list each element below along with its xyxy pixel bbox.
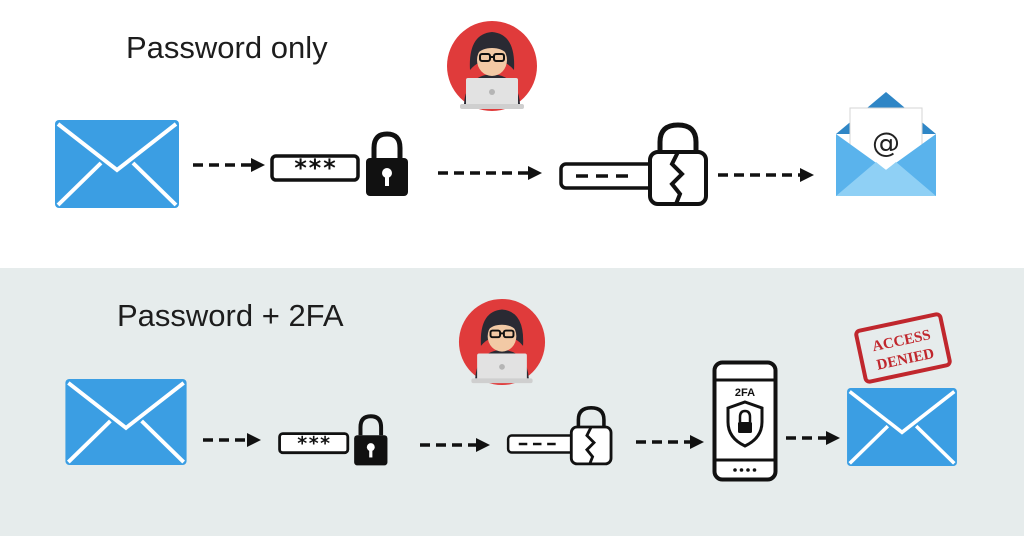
dashed-arrow-icon — [636, 435, 704, 449]
hacker-icon — [447, 21, 537, 111]
password-only-section: Password only *** — [55, 21, 936, 208]
section-title-password-2fa: Password + 2FA — [117, 298, 344, 333]
password-mask-text: *** — [293, 154, 336, 182]
dashed-arrow-icon — [718, 168, 814, 182]
open-email-icon: @ — [836, 92, 936, 196]
password-lock-icon: *** — [278, 414, 388, 466]
dashed-arrow-icon — [193, 158, 265, 172]
phone-2fa-icon: 2FA — [712, 360, 778, 482]
section-title-password-only: Password only — [126, 30, 328, 65]
twofa-label: 2FA — [735, 387, 755, 399]
hacker-icon — [458, 298, 546, 386]
access-denied-stamp: ACCESS DENIED — [854, 312, 952, 384]
password-lock-icon: *** — [270, 131, 408, 196]
broken-lock-icon — [559, 122, 708, 206]
envelope-icon — [55, 120, 179, 208]
dashed-arrow-icon — [786, 431, 840, 445]
dashed-arrow-icon — [420, 438, 490, 452]
envelope-icon — [65, 379, 187, 465]
email-at-symbol: @ — [872, 126, 900, 159]
dashed-arrow-icon — [438, 166, 542, 180]
broken-lock-icon — [506, 406, 613, 466]
password-2fa-section: Password + 2FA *** — [0, 268, 1024, 536]
envelope-icon — [847, 388, 957, 466]
dashed-arrow-icon — [203, 433, 261, 447]
password-mask-text: *** — [297, 433, 331, 455]
